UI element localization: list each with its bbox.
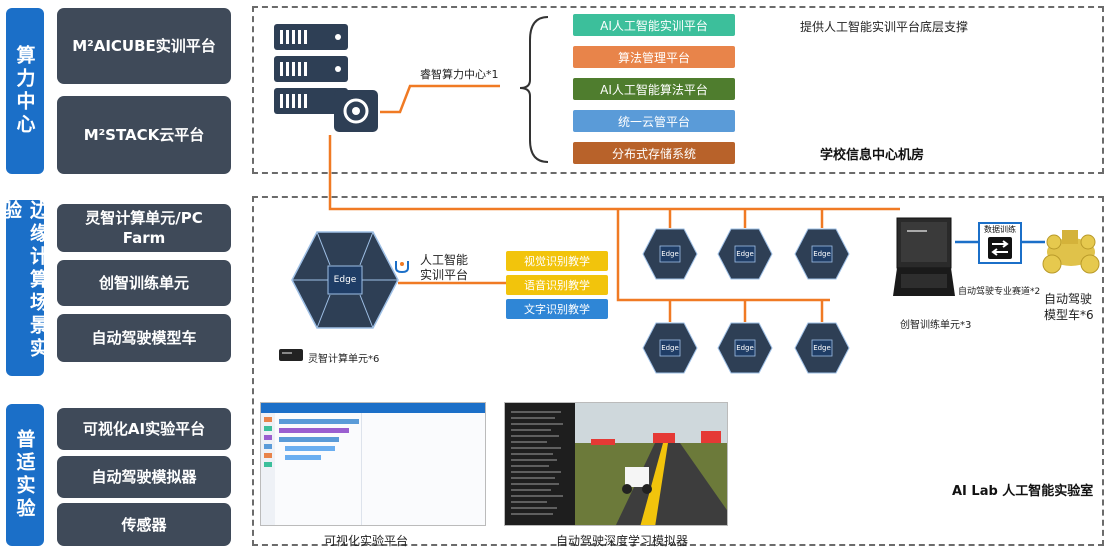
room-label: 学校信息中心机房 [820, 148, 925, 163]
model-car-icon [1042, 230, 1100, 274]
visual-ai-platform-box: 可视化AI实验平台 [57, 408, 231, 450]
edge-node-3 [794, 228, 850, 280]
distributed-storage-system: 分布式存储系统 [573, 142, 735, 164]
datacenter-frame [252, 6, 1104, 174]
ai-lab-frame [252, 196, 1104, 546]
unified-cloud-platform: 统一云管平台 [573, 110, 735, 132]
edge-node-label: Edge [661, 344, 679, 352]
simulator-caption: 自动驾驶深度学习模拟器 [556, 534, 689, 548]
compute-unit-label: 灵智计算单元*6 [308, 354, 380, 365]
visual-platform-caption: 可视化实验平台 [324, 534, 409, 548]
exchange-arrows-icon [988, 237, 1012, 259]
edge-node-2 [717, 228, 773, 280]
edge-node-label: Edge [736, 250, 754, 258]
edge-node-1 [642, 228, 698, 280]
edge-node-6 [794, 322, 850, 374]
training-unit-box: 创智训练单元 [57, 260, 231, 306]
compute-unit-device-icon [279, 349, 303, 361]
sensor-box: 传感器 [57, 503, 231, 546]
model-car-box: 自动驾驶模型车 [57, 314, 231, 362]
data-training-box: 数据训练 [978, 222, 1022, 264]
model-car-label-line1: 自动驾驶 [1044, 292, 1093, 306]
ai-lab-label: AI Lab 人工智能实验室 [952, 484, 1094, 499]
edge-node-label: Edge [736, 344, 754, 352]
ai-training-platform: AI人工智能实训平台 [573, 14, 735, 36]
edge-node-label: Edge [661, 250, 679, 258]
algorithm-management-platform: 算法管理平台 [573, 46, 735, 68]
vision-teaching: 视觉识别教学 [506, 251, 608, 271]
training-unit-laptop-icon [893, 217, 955, 296]
edge-node-label: Edge [813, 344, 831, 352]
aicube-training-platform-box: M²AICUBE实训平台 [57, 8, 231, 84]
edge-cluster-icon [291, 231, 399, 329]
model-car-label-line2: 模型车*6 [1044, 308, 1094, 322]
compute-center-label: 睿智算力中心*1 [420, 68, 499, 81]
general-experiment-bar: 普适实验 [6, 404, 44, 546]
text-teaching: 文字识别教学 [506, 299, 608, 319]
ai-algorithm-platform: AI人工智能算法平台 [573, 78, 735, 100]
speech-teaching: 语音识别教学 [506, 275, 608, 295]
edge-center-label: Edge [333, 275, 357, 285]
ai-platform-label-line2: 实训平台 [420, 268, 469, 282]
pc-farm-box: 灵智计算单元/PC Farm [57, 204, 231, 252]
edge-node-5 [717, 322, 773, 374]
ai-platform-label-line1: 人工智能 [420, 253, 469, 267]
edge-computing-bar: 边缘计算场景实验 [0, 200, 49, 376]
track-label: 自动驾驶专业赛道*2 [958, 287, 1041, 297]
compute-center-bar: 算力中心 [6, 8, 44, 174]
stack-cloud-platform-box: M²STACK云平台 [57, 96, 231, 174]
driving-simulator-box: 自动驾驶模拟器 [57, 456, 231, 498]
support-note: 提供人工智能实训平台底层支撑 [800, 20, 969, 34]
simulator-screenshot [504, 402, 728, 526]
visual-platform-screenshot [260, 402, 486, 526]
platform-logo-icon [395, 261, 409, 274]
edge-node-4 [642, 322, 698, 374]
edge-node-label: Edge [813, 250, 831, 258]
training-unit-label: 创智训练单元*3 [900, 320, 972, 331]
data-training-label: 数据训练 [984, 225, 1016, 234]
server-rack-icon [274, 24, 378, 132]
